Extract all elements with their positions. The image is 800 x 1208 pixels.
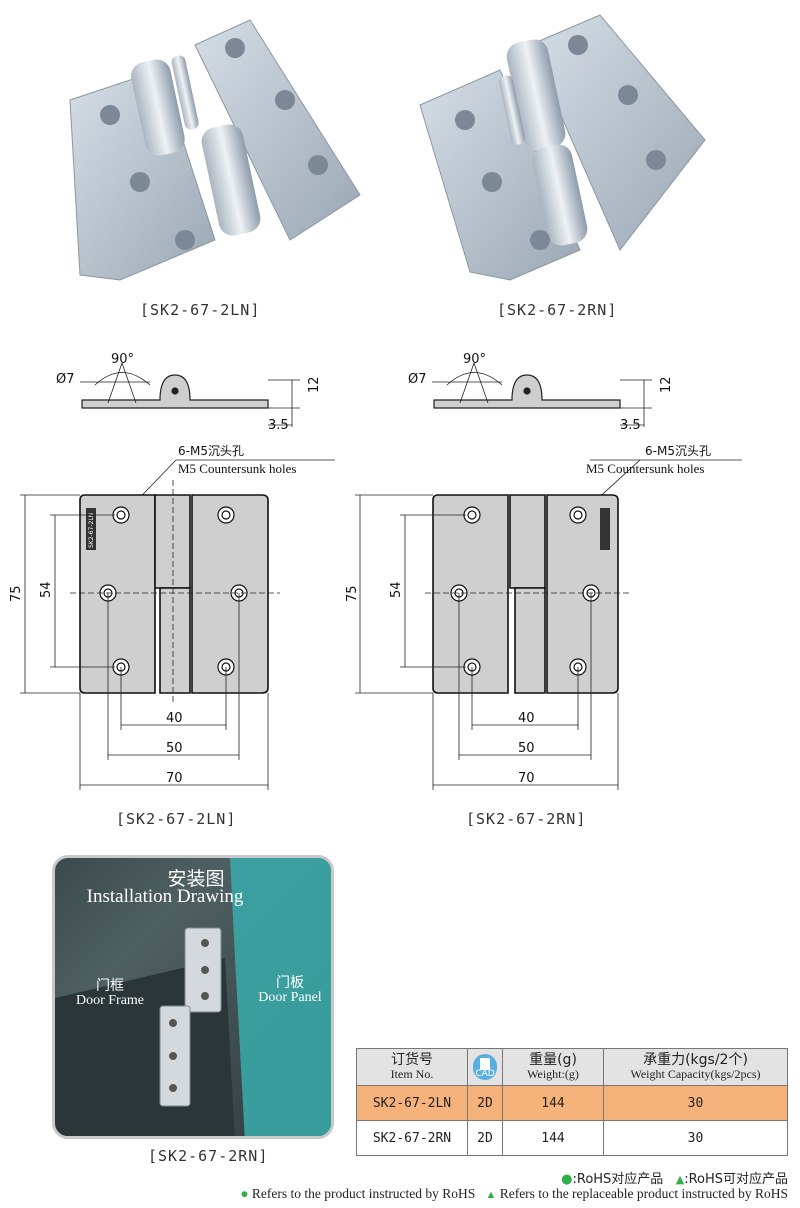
overall-height-label-rn: 75 xyxy=(345,585,360,602)
angle-label-ln: 90° xyxy=(111,352,134,367)
cell-capacity: 30 xyxy=(603,1085,788,1121)
rohs-triangle-icon: ▲ xyxy=(675,1173,685,1186)
cell-item: SK2-67-2RN xyxy=(356,1120,468,1156)
rohs-dot-icon: ● xyxy=(240,1186,249,1201)
caption-photo-rn: [SK2-67-2RN] xyxy=(497,301,618,319)
table-row: SK2-67-2RN 2D 144 30 xyxy=(356,1120,788,1156)
pitch-40-label-rn: 40 xyxy=(518,711,535,726)
header-cad: CAD xyxy=(467,1048,503,1086)
cell-cad[interactable]: 2D xyxy=(467,1085,503,1121)
caption-photo-ln: [SK2-67-2LN] xyxy=(140,301,261,319)
holes-en-label-rn: M5 Countersunk holes xyxy=(586,461,704,476)
caption-drawing-ln: [SK2-67-2LN] xyxy=(116,810,237,828)
cad-file-icon: CAD xyxy=(473,1054,497,1080)
cell-item: SK2-67-2LN xyxy=(356,1085,468,1121)
front-view-rn xyxy=(432,494,619,694)
product-marking-text-ln: SK2-67-2LN xyxy=(88,513,95,548)
side-profiles: 90° Ø7 12 3.5 90° Ø7 12 3.5 xyxy=(56,352,674,433)
legend-line-1: ●:RoHS对应产品 ▲:RoHS可对应产品 xyxy=(561,1168,788,1187)
header-weight: 重量(g)Weight:(g) xyxy=(502,1048,604,1086)
pitch-40-label-ln: 40 xyxy=(166,711,183,726)
legend-rohs-replace-cn: :RoHS可对应产品 xyxy=(684,1172,788,1187)
height-label-rn: 12 xyxy=(659,376,674,393)
table-row: SK2-67-2LN 2D 144 30 xyxy=(356,1085,788,1121)
cell-weight: 144 xyxy=(502,1120,604,1156)
product-photos xyxy=(69,14,706,281)
front-views: 6-M5沉头孔 M5 Countersunk holes SK2-67-2LN … xyxy=(9,444,742,790)
width-70-label-ln: 70 xyxy=(166,771,183,786)
cell-weight: 144 xyxy=(502,1085,604,1121)
install-title-en: Installation Drawing xyxy=(86,886,244,907)
pitch-50-label-ln: 50 xyxy=(166,741,183,756)
holes-cn-label-ln: 6-M5沉头孔 xyxy=(178,444,244,458)
pitch-50-label-rn: 50 xyxy=(518,741,535,756)
door-panel-en: Door Panel xyxy=(258,990,322,1005)
door-frame-en: Door Frame xyxy=(75,993,145,1008)
height-label-ln: 12 xyxy=(307,376,322,393)
cell-capacity: 30 xyxy=(603,1120,788,1156)
installation-scene xyxy=(55,858,331,1136)
hole-pitch-vertical-label-rn: 54 xyxy=(389,581,404,598)
side-profile-rn xyxy=(432,362,652,427)
hinge-ln-photo xyxy=(69,19,361,281)
angle-label-rn: 90° xyxy=(463,352,486,367)
holes-cn-label-rn: 6-M5沉头孔 xyxy=(645,444,711,458)
legend-rohs-replace-en: Refers to the replaceable product instru… xyxy=(499,1186,788,1201)
header-capacity: 承重力(kgs/2个)Weight Capacity(kgs/2pcs) xyxy=(603,1048,788,1086)
caption-install: [SK2-67-2RN] xyxy=(148,1147,269,1165)
front-view-ln-holes xyxy=(99,506,248,676)
cell-cad[interactable]: 2D xyxy=(467,1120,503,1156)
pin-diameter-label-ln: Ø7 xyxy=(56,372,75,387)
hole-pitch-vertical-label-ln: 54 xyxy=(39,581,54,598)
thickness-label-rn: 3.5 xyxy=(620,418,641,433)
holes-en-label-ln: M5 Countersunk holes xyxy=(178,461,296,476)
legend-line-2: ● Refers to the product instructed by Ro… xyxy=(240,1186,788,1202)
rohs-triangle-icon: ▲ xyxy=(485,1189,497,1201)
side-profile-ln xyxy=(80,362,300,427)
install-title-cn: 安装图 xyxy=(167,868,225,890)
product-marking-ln xyxy=(86,508,96,550)
caption-drawing-rn: [SK2-67-2RN] xyxy=(466,810,587,828)
door-panel-cn: 门板 xyxy=(276,975,304,991)
product-marking-rn xyxy=(600,508,610,550)
door-frame-cn: 门框 xyxy=(96,978,124,994)
legend-rohs-en: Refers to the product instructed by RoHS xyxy=(251,1186,476,1201)
overall-height-label-ln: 75 xyxy=(9,585,24,602)
thickness-label-ln: 3.5 xyxy=(268,418,289,433)
width-70-label-rn: 70 xyxy=(518,771,535,786)
hinge-rn-photo xyxy=(419,14,706,281)
legend-rohs-cn: :RoHS对应产品 xyxy=(572,1172,664,1187)
rohs-dot-icon: ● xyxy=(561,1172,573,1187)
installation-drawing: 安装图 Installation Drawing 门框 Door Frame 门… xyxy=(52,855,334,1139)
front-view-ln xyxy=(79,494,269,694)
pin-diameter-label-rn: Ø7 xyxy=(408,372,427,387)
